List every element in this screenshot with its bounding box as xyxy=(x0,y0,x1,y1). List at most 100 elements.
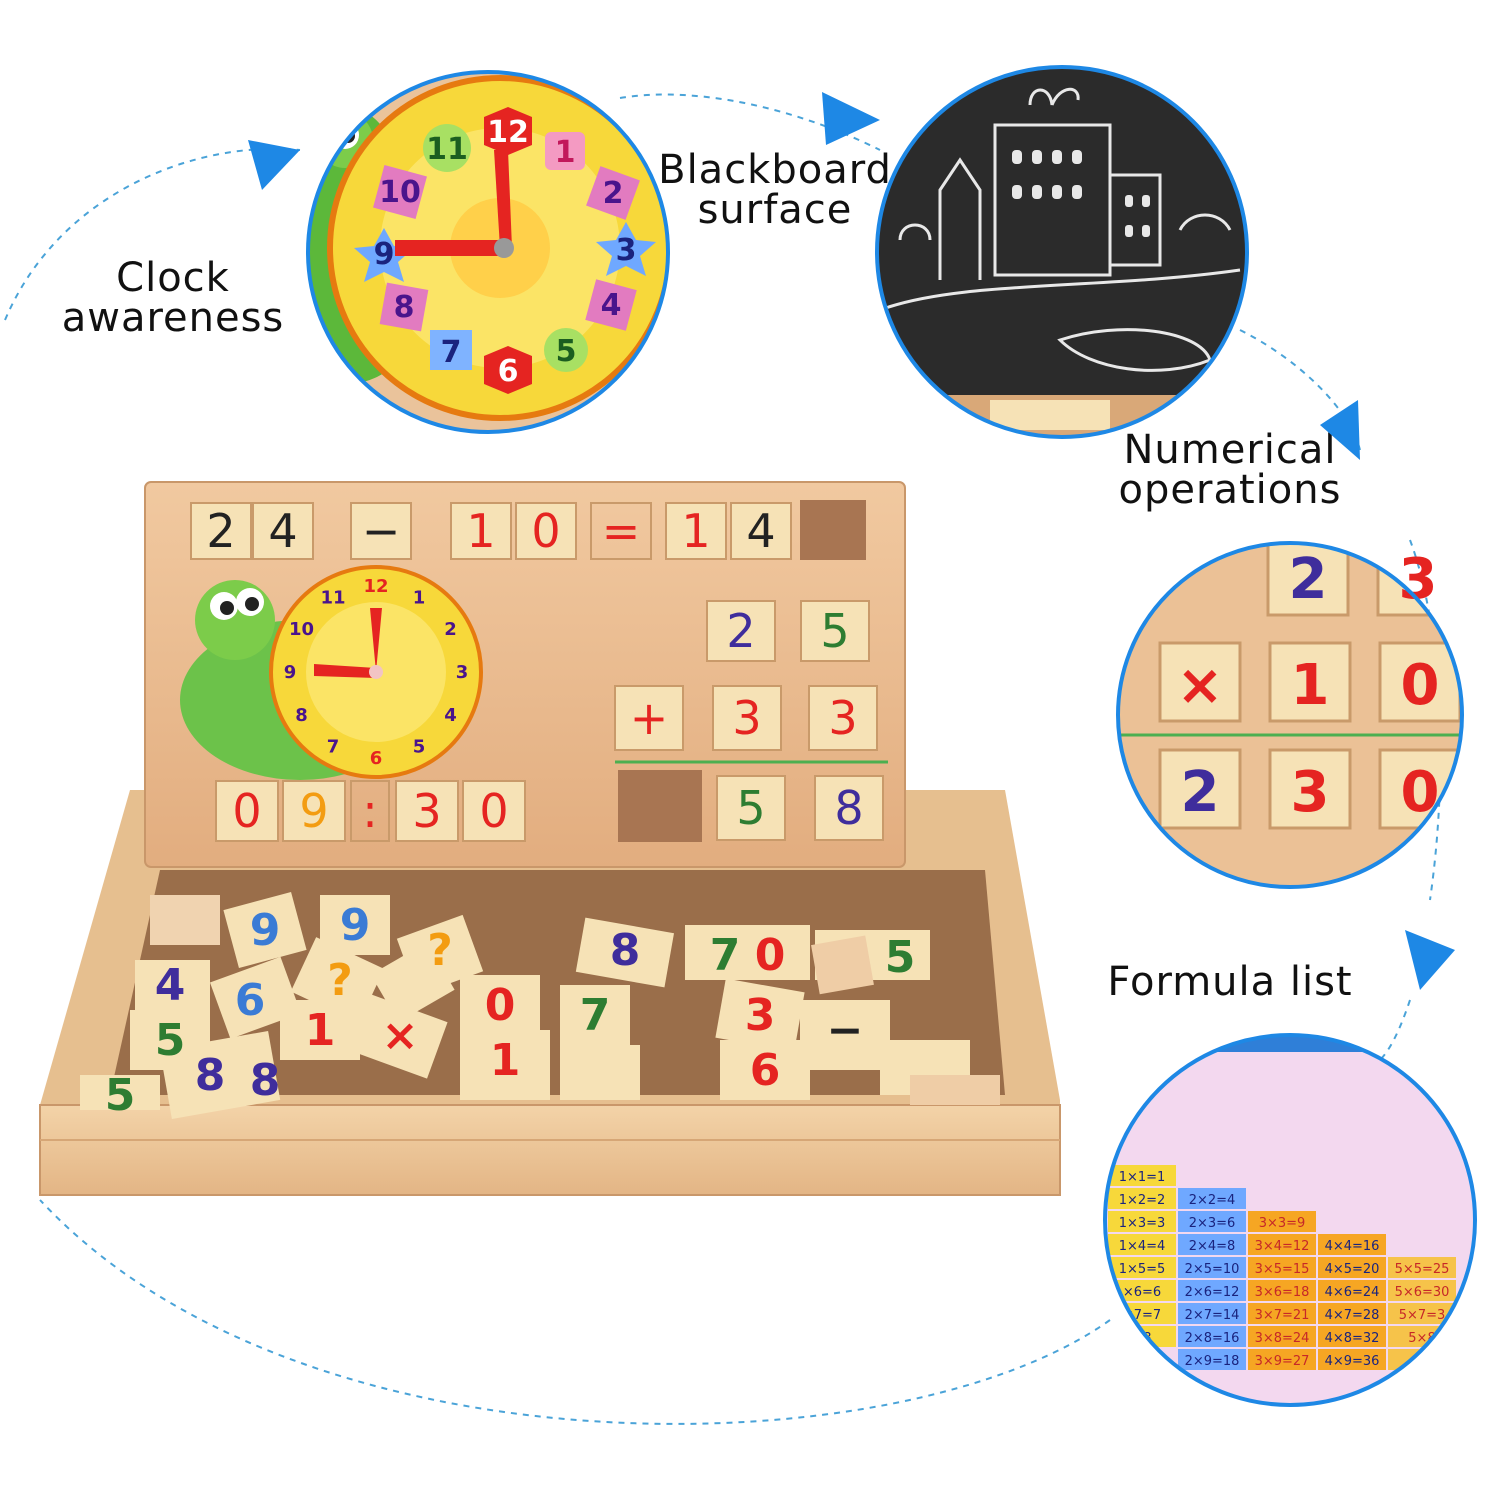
loose-tiles xyxy=(80,891,1000,1120)
formula-cell: 4×7=28 xyxy=(1325,1308,1380,1323)
formula-cell-bg xyxy=(1178,1280,1246,1301)
formula-cell: 3×4=12 xyxy=(1255,1239,1310,1254)
formula-cell-bg xyxy=(1248,1211,1316,1232)
formula-cell: 2×9=18 xyxy=(1185,1354,1240,1369)
formula-cell-bg xyxy=(1108,1280,1176,1301)
operator-tile: × xyxy=(1177,653,1224,718)
formula-cell: 3×3=9 xyxy=(1259,1216,1306,1231)
formula-cell-bg xyxy=(1318,1257,1386,1278)
svg-text:11: 11 xyxy=(426,132,468,167)
svg-text:10: 10 xyxy=(379,175,421,210)
svg-text:5: 5 xyxy=(885,932,916,983)
clock-number: 9 xyxy=(284,662,297,683)
arrow-icon xyxy=(822,92,880,145)
svg-text:8: 8 xyxy=(250,1055,281,1106)
svg-text:9: 9 xyxy=(250,905,281,956)
formula-cell-bg xyxy=(1248,1234,1316,1255)
formula-cell: 2×3=6 xyxy=(1189,1216,1236,1231)
formula-cell: 2×8=16 xyxy=(1185,1331,1240,1346)
blackboard-zoom xyxy=(877,67,1247,437)
formula-cell: 5×7=3 xyxy=(1399,1308,1446,1323)
formula-zoom-border xyxy=(1103,1033,1477,1407)
formula-cell-bg xyxy=(1108,1234,1176,1255)
formula-cell-bg xyxy=(1388,1280,1456,1301)
digit-tile: 0 xyxy=(1401,653,1440,718)
svg-text:3: 3 xyxy=(745,990,776,1041)
formula-cell: 4×8=32 xyxy=(1325,1331,1380,1346)
formula-cell: 4×4=16 xyxy=(1325,1239,1380,1254)
svg-text:×: × xyxy=(382,1010,419,1061)
digit-tile: 0 xyxy=(1401,760,1440,825)
formula-cell-bg xyxy=(1318,1280,1386,1301)
formula-cell-bg xyxy=(1178,1211,1246,1232)
formula-cell: 3×6=18 xyxy=(1255,1285,1310,1300)
caption-blackboard: Blackboard surface xyxy=(658,147,892,233)
formula-cell-bg xyxy=(1248,1303,1316,1324)
svg-text:1: 1 xyxy=(305,1005,336,1056)
formula-cell-bg xyxy=(1178,1188,1246,1209)
svg-text:5: 5 xyxy=(155,1015,186,1066)
svg-text:7: 7 xyxy=(710,930,741,981)
formula-cell: 5×5=25 xyxy=(1395,1262,1450,1277)
svg-text:6: 6 xyxy=(750,1045,781,1096)
formula-cell: 4×6=24 xyxy=(1325,1285,1380,1300)
arrow-icon xyxy=(1320,400,1360,460)
formula-cell: 1×5=5 xyxy=(1119,1262,1166,1277)
formula-cell: 4×5=20 xyxy=(1325,1262,1380,1277)
svg-text:2: 2 xyxy=(603,176,624,211)
formula-cell-bg xyxy=(1318,1303,1386,1324)
svg-text:7: 7 xyxy=(441,335,462,370)
formula-cell-bg xyxy=(1388,1303,1456,1324)
formula-cell: 3×5=15 xyxy=(1255,1262,1310,1277)
svg-text:8: 8 xyxy=(610,925,641,976)
formula-cell-bg xyxy=(1108,1188,1176,1209)
svg-text:3: 3 xyxy=(616,233,637,268)
clock-number: 1 xyxy=(413,588,426,609)
clock-zoom-numbers: 12 1 2 3 4 5 6 7 8 9 10 11 xyxy=(354,107,656,394)
formula-cell: 3×9=27 xyxy=(1255,1354,1310,1369)
formula-cell: 3×7=21 xyxy=(1255,1308,1310,1323)
formula-cell-bg xyxy=(1178,1234,1246,1255)
arrow-icon xyxy=(1405,930,1455,990)
clock-number: 2 xyxy=(444,619,457,640)
svg-text:1: 1 xyxy=(490,1035,521,1086)
formula-cell: 1×1=1 xyxy=(1119,1170,1166,1185)
svg-text:1: 1 xyxy=(555,135,576,170)
digit-tile: 2 xyxy=(1181,760,1220,825)
blackboard-zoom-border xyxy=(875,65,1249,439)
svg-text:6: 6 xyxy=(498,354,519,389)
clock-number: 10 xyxy=(289,619,314,640)
clock-number: 3 xyxy=(456,662,469,683)
formula-cell-bg xyxy=(1108,1165,1176,1186)
formula-cell: 2×4=8 xyxy=(1189,1239,1236,1254)
formula-cell-bg xyxy=(1178,1326,1246,1347)
arrow-icon xyxy=(248,140,300,190)
svg-text:0: 0 xyxy=(755,930,786,981)
clock-number: 6 xyxy=(370,748,383,769)
formula-cell-bg xyxy=(1178,1349,1246,1370)
formula-cell-bg xyxy=(1248,1257,1316,1278)
formula-cell-bg xyxy=(1178,1257,1246,1278)
digit-tile: 2 xyxy=(1289,547,1328,612)
svg-text:9: 9 xyxy=(374,237,395,272)
svg-text:−: − xyxy=(827,1005,864,1056)
operations-zoom-border xyxy=(1116,541,1464,889)
svg-text:7: 7 xyxy=(580,990,611,1041)
loose-tile-digits: 9 9 ? 4 6 ? 0 8 7 0 5 5 8 8 1 × 1 7 3 − … xyxy=(105,900,916,1121)
formula-cell: 2×5=10 xyxy=(1185,1262,1240,1277)
svg-text:0: 0 xyxy=(485,980,516,1031)
svg-text:?: ? xyxy=(427,925,453,976)
operations-zoom xyxy=(1118,543,1462,887)
formula-cell: ×6=6 xyxy=(1123,1285,1161,1300)
formula-cell-bg xyxy=(1248,1326,1316,1347)
clock-number: 7 xyxy=(327,737,340,758)
svg-text:8: 8 xyxy=(195,1050,226,1101)
svg-text:5: 5 xyxy=(556,334,577,369)
formula-cell: 2×2=4 xyxy=(1189,1193,1236,1208)
svg-text:4: 4 xyxy=(601,288,622,323)
clock-number: 5 xyxy=(413,737,426,758)
formula-cell-bg xyxy=(1318,1326,1386,1347)
